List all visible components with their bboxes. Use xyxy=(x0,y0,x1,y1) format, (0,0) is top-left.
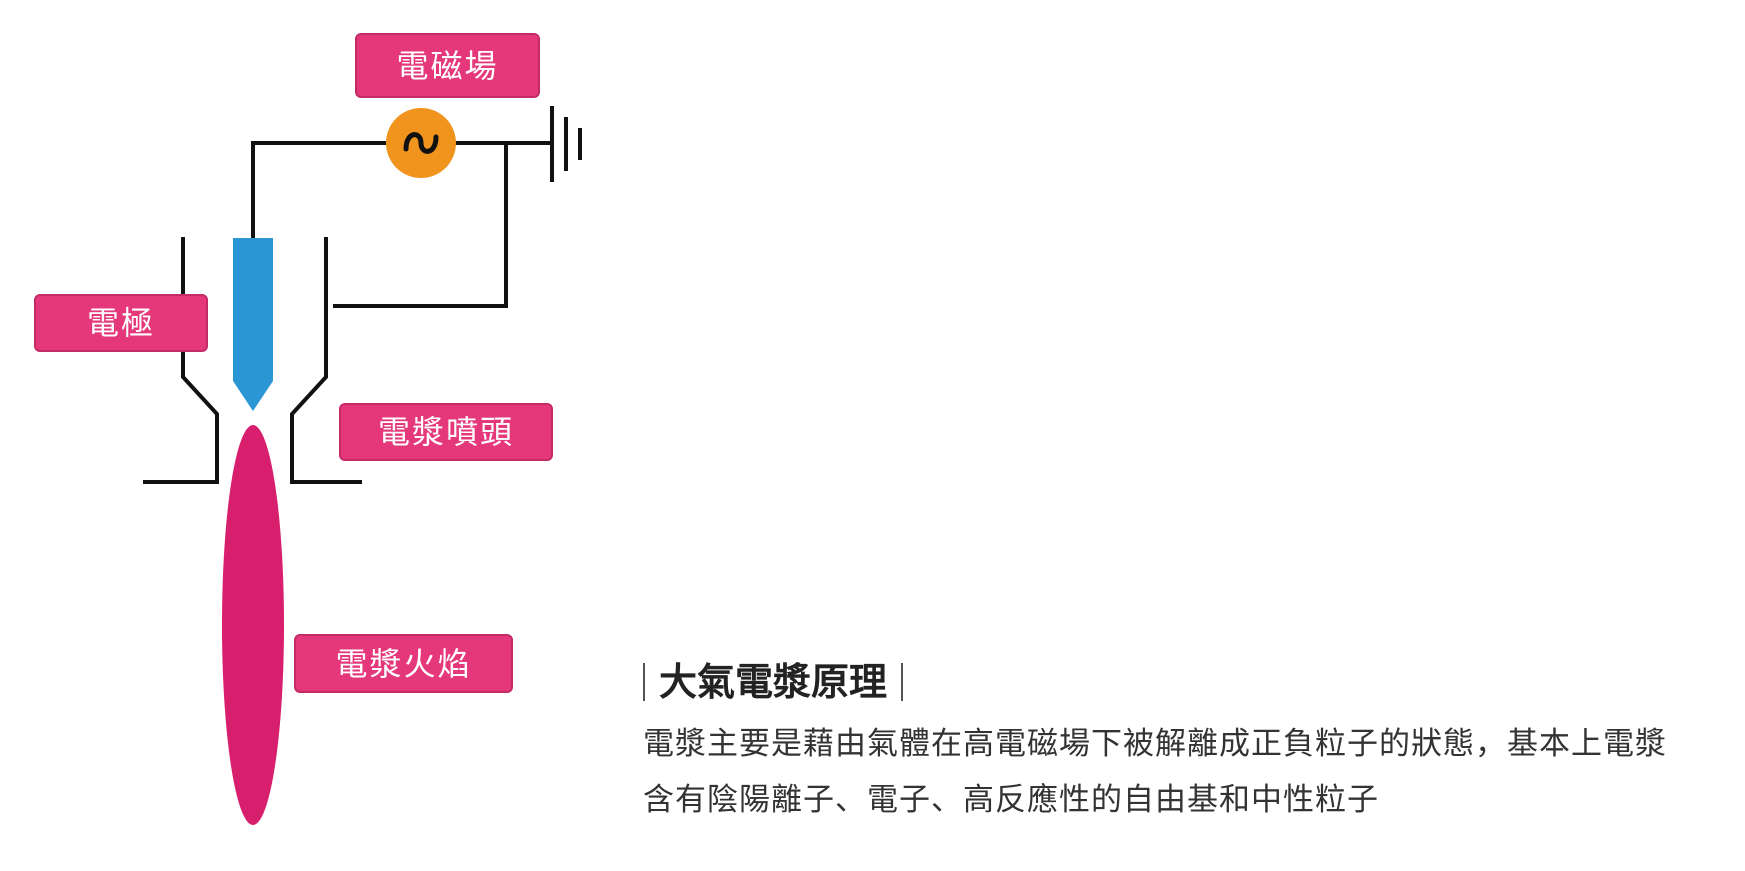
ac-source-icon xyxy=(386,108,456,178)
section-title: 大氣電漿原理 xyxy=(659,660,888,704)
explanation-block: 大氣電漿原理 電漿主要是藉由氣體在高電磁場下被解離成正負粒子的狀態，基本上電漿 … xyxy=(643,660,1723,828)
circuit-wires xyxy=(251,141,551,308)
description-line-2: 含有陰陽離子、電子、高反應性的自由基和中性粒子 xyxy=(643,782,1379,818)
plasma-flame xyxy=(222,425,284,825)
description: 電漿主要是藉由氣體在高電磁場下被解離成正負粒子的狀態，基本上電漿 含有陰陽離子、… xyxy=(643,716,1723,828)
heading-right-bar xyxy=(901,663,904,701)
nozzle-left-wall xyxy=(143,237,219,484)
ground-return-wire xyxy=(333,143,508,308)
ground-icon xyxy=(550,106,582,182)
nozzle-right-wall xyxy=(290,237,362,484)
flame-label: 電漿火焰 xyxy=(294,634,513,693)
field-label: 電磁場 xyxy=(355,33,540,98)
electrode-label: 電極 xyxy=(34,294,208,352)
electrode xyxy=(233,238,273,411)
nozzle-label: 電漿噴頭 xyxy=(339,403,553,461)
electrode-wire xyxy=(251,141,388,240)
heading-left-bar xyxy=(643,663,645,701)
section-heading: 大氣電漿原理 xyxy=(643,660,1723,704)
description-line-1: 電漿主要是藉由氣體在高電磁場下被解離成正負粒子的狀態，基本上電漿 xyxy=(643,726,1667,762)
